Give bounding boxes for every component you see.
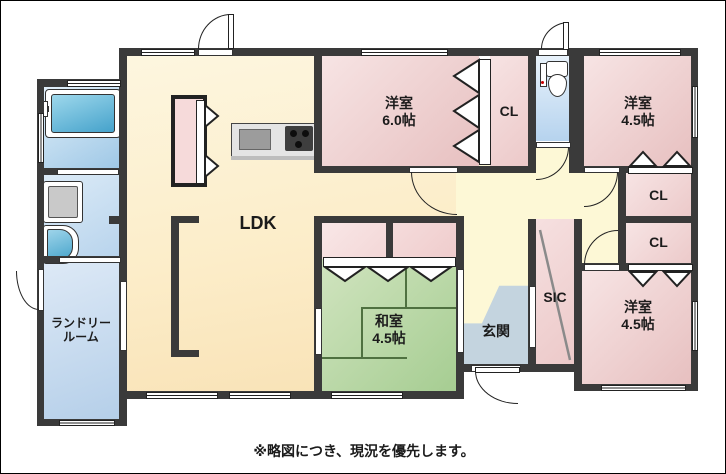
window — [229, 392, 291, 399]
label-japanese: 和室 4.5帖 — [346, 313, 432, 347]
genkan-floor — [464, 285, 528, 364]
room-closet-1 — [618, 173, 691, 216]
sink-bowl — [47, 229, 73, 260]
label-closet-1: CL — [649, 187, 668, 203]
folding-door-zigzag-icon — [323, 266, 454, 283]
window — [146, 392, 218, 399]
label-western-6: 洋室 6.0帖 — [357, 95, 441, 129]
room-name-line2: ルーム — [63, 330, 99, 345]
sliding-door — [59, 257, 121, 263]
tatami-line — [361, 307, 363, 359]
wall — [119, 48, 127, 426]
wall — [119, 391, 464, 399]
folding-door-strip — [628, 167, 693, 174]
room-size: 6.0帖 — [382, 111, 416, 128]
room-name-line1: ランドリー — [50, 316, 111, 330]
label-closet-main: CL — [499, 103, 519, 119]
toilet-panel — [540, 63, 547, 87]
tatami-line — [361, 307, 456, 309]
label-ldk: LDK — [239, 213, 277, 233]
window — [692, 301, 698, 351]
stove-burner-icon — [290, 130, 297, 137]
stove-burner-icon — [295, 141, 302, 148]
sliding-door — [57, 169, 119, 175]
folding-door-triangles-icon — [204, 102, 220, 180]
room-name: 洋室 — [624, 95, 652, 111]
caption: ※略図につき、現況を優先します。 — [253, 443, 475, 459]
folding-door-zigzag-icon — [452, 58, 480, 164]
door-opening — [198, 49, 233, 56]
kitchen-sink — [239, 129, 271, 150]
sliding-door — [529, 286, 536, 348]
window — [599, 49, 681, 56]
folding-door-triangles-icon — [628, 271, 692, 288]
wall — [314, 216, 322, 399]
label-sic: SIC — [543, 289, 567, 305]
window — [141, 49, 195, 56]
room-entrance — [464, 219, 528, 364]
wall — [618, 216, 698, 223]
tatami-line — [405, 259, 407, 309]
wall — [314, 48, 322, 173]
door-arc-kitchen-back — [198, 14, 231, 49]
label-western-45-se: 洋室 4.5帖 — [595, 299, 681, 333]
room-closet-main — [490, 56, 528, 166]
window — [331, 392, 403, 399]
wall — [528, 48, 536, 173]
window — [38, 113, 44, 163]
room-name: 和室 — [375, 313, 403, 329]
sic-diagonal-line — [538, 229, 572, 361]
sliding-door — [315, 308, 322, 355]
window — [67, 80, 121, 87]
window — [59, 420, 115, 426]
toilet-panel-dot — [541, 81, 544, 84]
tatami-line — [321, 357, 407, 359]
kitchen-counter-shadow — [231, 156, 317, 160]
sliding-door — [120, 281, 127, 351]
window — [361, 49, 448, 56]
wall — [574, 219, 582, 271]
ldk-partition-wall — [171, 216, 199, 223]
room-size: 4.5帖 — [372, 329, 406, 346]
room-western-45-ne — [584, 56, 691, 166]
door-leaf — [563, 22, 569, 50]
wall — [574, 263, 582, 391]
label-western-45-ne: 洋室 4.5帖 — [595, 95, 681, 129]
window — [601, 385, 686, 391]
ldk-partition-wall — [171, 350, 199, 357]
label-entrance: 玄関 — [482, 323, 510, 339]
ldk-partition-wall — [171, 216, 179, 357]
door-leaf — [475, 367, 520, 373]
folding-door-triangles-icon — [628, 150, 692, 167]
pantry-door-strip — [196, 100, 205, 184]
room-name: 洋室 — [624, 299, 652, 315]
folding-door-strip — [628, 264, 693, 271]
room-size: 4.5帖 — [621, 315, 655, 332]
wall — [314, 216, 464, 223]
toilet-bowl — [548, 74, 567, 97]
sliding-door — [457, 269, 464, 353]
bathtub-inner — [51, 94, 115, 133]
door-opening — [584, 264, 620, 271]
window — [692, 86, 698, 138]
wall — [109, 216, 127, 224]
label-closet-2: CL — [649, 234, 668, 250]
door-arc-entry — [475, 371, 518, 404]
washing-machine-inner — [48, 186, 78, 218]
label-laundry: ランドリー ルーム — [39, 316, 123, 345]
room-name: 洋室 — [385, 95, 413, 111]
room-western-45-se — [582, 271, 691, 384]
wall — [569, 48, 584, 173]
room-closet-2 — [618, 223, 691, 263]
room-laundry — [44, 263, 119, 419]
room-size: 4.5帖 — [621, 111, 655, 128]
door-arc-laundry-ext — [16, 271, 39, 310]
stove-burner-icon — [302, 130, 309, 137]
door-opening — [538, 49, 568, 56]
wall — [386, 223, 393, 259]
door-leaf — [228, 14, 234, 49]
wall — [37, 79, 44, 426]
